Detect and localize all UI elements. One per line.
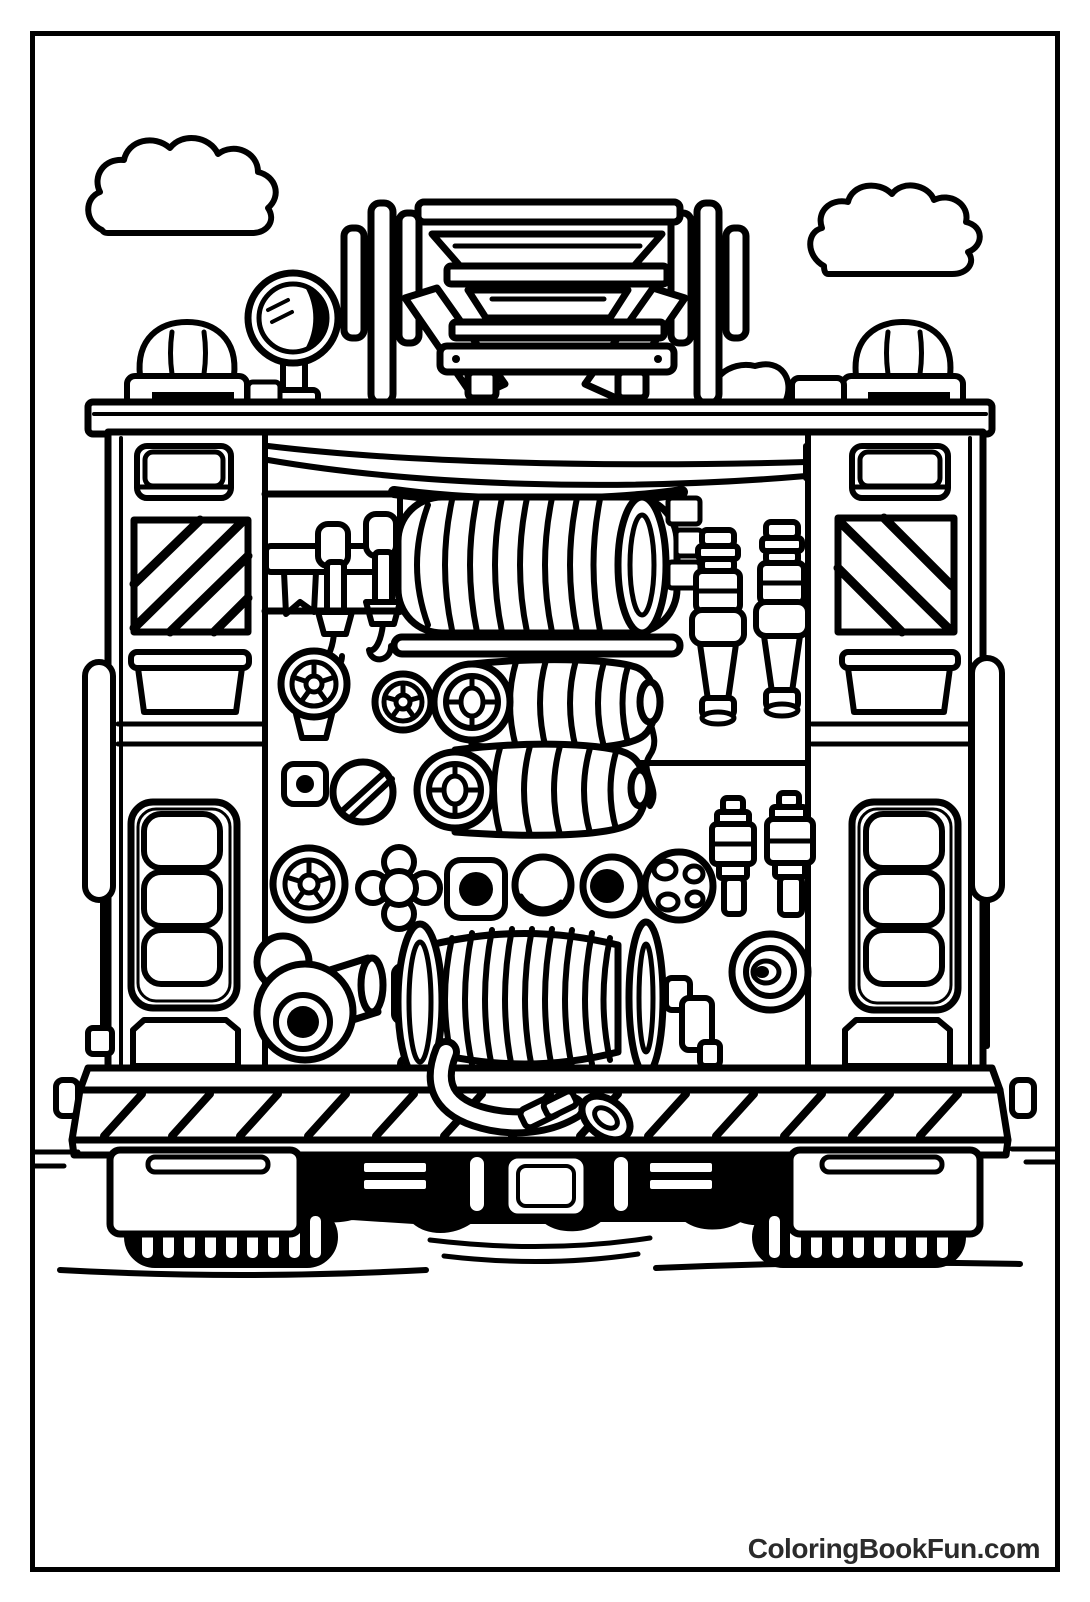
tool-strap-and-hooks xyxy=(261,490,406,673)
deployed-hose xyxy=(426,1038,634,1144)
roof-platform xyxy=(84,398,996,438)
cross-handle-valve xyxy=(355,844,443,932)
valve-wheel-2 xyxy=(371,670,435,734)
slashed-knob xyxy=(329,758,397,826)
hose-coupling-2 xyxy=(764,790,816,918)
flange-nut xyxy=(728,930,812,1014)
rolled-hose-1 xyxy=(430,656,664,753)
discharge-valve xyxy=(253,932,387,1064)
marker-light-right xyxy=(849,443,951,501)
gauge-dial-dark xyxy=(579,853,645,919)
marker-light-left xyxy=(134,443,234,501)
main-hose-coil xyxy=(394,493,681,637)
storage-tray-right xyxy=(809,649,971,747)
coil-shelf xyxy=(390,633,684,658)
valve-wheel-3 xyxy=(269,844,349,924)
grab-handle-right xyxy=(969,655,1005,1049)
wheel-right xyxy=(752,1146,984,1268)
hanging-nozzle-2 xyxy=(637,519,811,766)
port-cover-square xyxy=(444,857,508,921)
hanging-nozzle-1 xyxy=(689,527,747,727)
wheel-left xyxy=(106,1146,338,1268)
mud-flap-right xyxy=(786,1146,984,1238)
valve-wheel-1 xyxy=(277,647,351,741)
pressure-button xyxy=(281,761,329,807)
rear-step-left xyxy=(130,1017,241,1069)
sky-cloud-left xyxy=(85,134,279,236)
reflective-stripe-panel-left xyxy=(129,515,253,637)
reflective-stripe-panel-right xyxy=(833,513,958,637)
watermark: ColoringBookFun.com xyxy=(748,1533,1040,1564)
hose-coupling-1 xyxy=(709,795,757,917)
ground-shadow-lines xyxy=(31,1146,1059,1278)
rolled-hose-2 xyxy=(413,740,653,839)
gauge-dial-plain xyxy=(511,853,575,917)
tail-light-cluster-left xyxy=(127,798,241,1012)
gauge-shading xyxy=(305,287,326,349)
hose-reel xyxy=(391,918,723,1084)
tail-light-cluster-right xyxy=(848,798,962,1014)
rear-step-right xyxy=(842,1017,953,1069)
ball-valve-knob xyxy=(641,848,717,924)
grab-handle-left xyxy=(82,659,116,1057)
undercarriage xyxy=(296,1153,790,1233)
mud-flap-left xyxy=(106,1146,304,1238)
hose-nozzle-end xyxy=(578,1092,634,1144)
roof-ladder xyxy=(340,198,750,407)
storage-tray-left xyxy=(115,649,265,747)
sky-cloud-right xyxy=(807,182,983,277)
